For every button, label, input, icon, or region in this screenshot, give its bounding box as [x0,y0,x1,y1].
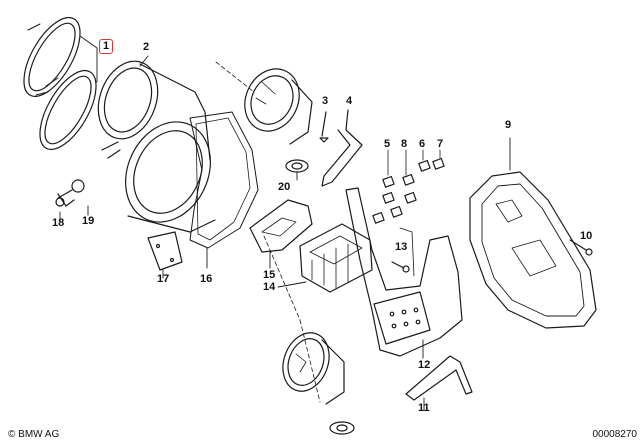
callout-part-2[interactable]: 2 [143,41,150,53]
callout-part-14[interactable]: 14 [263,281,276,293]
callout-part-11[interactable]: 11 [418,402,430,414]
callout-part-17[interactable]: 17 [157,273,170,285]
callout-part-20[interactable]: 20 [278,181,291,193]
copyright-notice: © BMW AG [8,429,60,440]
callout-part-5[interactable]: 5 [384,138,391,150]
callout-part-18[interactable]: 18 [52,217,65,229]
callout-part-8[interactable]: 8 [401,138,408,150]
rear-circuit-board-12 [345,187,463,359]
callout-part-4[interactable]: 4 [346,95,353,107]
callout-part-15[interactable]: 15 [263,269,276,281]
wire-bracket-11 [405,355,473,411]
callout-part-6[interactable]: 6 [419,138,426,150]
circuit-housing-14 [277,223,373,293]
callout-part-19[interactable]: 19 [82,215,95,227]
callout-part-9[interactable]: 9 [505,119,512,131]
screw-10 [569,239,593,256]
instrument-housing [97,55,216,233]
document-number: 00008270 [592,429,638,440]
gasket [189,111,259,269]
callout-part-1[interactable]: 1 [99,39,114,54]
upper-gauge-module [244,68,313,181]
small-fasteners [372,149,445,224]
callout-part-3[interactable]: 3 [322,95,329,107]
callout-part-10[interactable]: 10 [580,230,593,242]
callout-part-7[interactable]: 7 [437,138,444,150]
rear-cover-9 [469,137,597,329]
screw-and-washer [55,179,89,223]
bezel-rings [23,17,97,150]
lower-gauge-module [282,332,355,435]
screw-3 [319,111,329,143]
callout-part-13[interactable]: 13 [395,241,408,253]
screw-13 [391,261,410,273]
callout-part-12[interactable]: 12 [418,359,431,371]
leader-part-1 [79,35,98,83]
bracket-4 [321,109,363,187]
small-plate [147,231,183,279]
assembly-axis-lines [215,61,321,403]
callout-part-16[interactable]: 16 [200,273,213,285]
frame-bracket-15 [249,199,313,269]
